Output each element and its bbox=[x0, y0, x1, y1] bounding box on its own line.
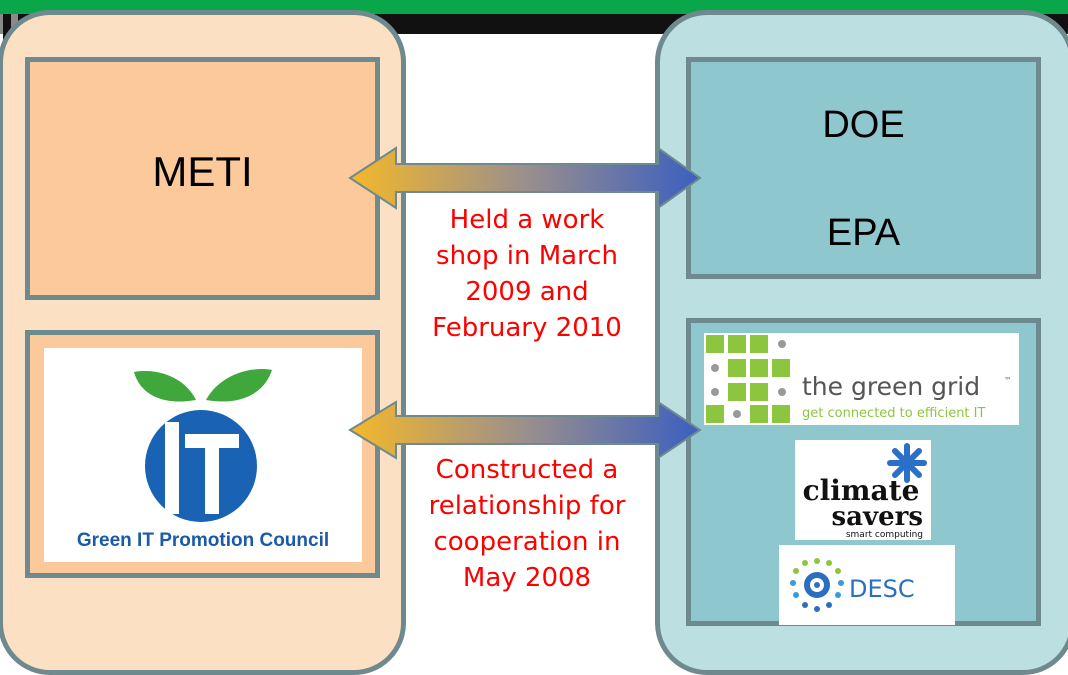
green-grid-tagline: get connected to efficient IT bbox=[802, 406, 985, 421]
green-it-caption: Green IT Promotion Council bbox=[77, 530, 329, 551]
note-line: relationship for bbox=[428, 491, 626, 521]
asterisk-icon bbox=[887, 443, 927, 483]
savers-text: savers bbox=[832, 502, 923, 532]
doe-label: DOE bbox=[822, 104, 905, 146]
climate-text: climate bbox=[803, 474, 920, 507]
note-line: Held a work bbox=[449, 205, 605, 235]
green-grid-squares-icon bbox=[706, 335, 790, 423]
desc-dots-icon bbox=[790, 558, 844, 612]
note-line: 2009 and bbox=[465, 277, 589, 307]
left-leaf-icon bbox=[134, 371, 196, 402]
note-line: February 2010 bbox=[432, 313, 622, 343]
top-arrow-note: Held a work shop in March 2009 and Febru… bbox=[397, 202, 657, 346]
climate-savers-logo: climate savers smart computing bbox=[795, 440, 931, 540]
svg-text:™: ™ bbox=[1004, 376, 1012, 385]
green-grid-name: the green grid bbox=[802, 372, 980, 401]
meti-label: METI bbox=[152, 148, 253, 195]
green-it-promotion-council-logo: Green IT Promotion Council bbox=[44, 348, 362, 562]
note-line: May 2008 bbox=[462, 563, 592, 593]
bottom-double-arrow bbox=[348, 400, 702, 460]
epa-label: EPA bbox=[826, 212, 901, 254]
top-double-arrow bbox=[348, 146, 702, 210]
right-leaf-icon bbox=[206, 369, 272, 402]
desc-logo: DESC bbox=[779, 545, 955, 625]
meti-box: METI bbox=[25, 57, 380, 300]
bottom-arrow-note: Constructed a relationship for cooperati… bbox=[397, 452, 657, 596]
note-line: shop in March bbox=[436, 241, 618, 271]
doe-epa-box: DOE EPA bbox=[686, 57, 1041, 279]
desc-name: DESC bbox=[849, 575, 915, 603]
note-line: Constructed a bbox=[435, 455, 619, 485]
note-line: cooperation in bbox=[433, 527, 621, 557]
top-bar-left-edge bbox=[3, 14, 11, 42]
smart-computing-text: smart computing bbox=[846, 530, 923, 540]
green-grid-logo: the green grid ™ get connected to effici… bbox=[704, 333, 1019, 425]
